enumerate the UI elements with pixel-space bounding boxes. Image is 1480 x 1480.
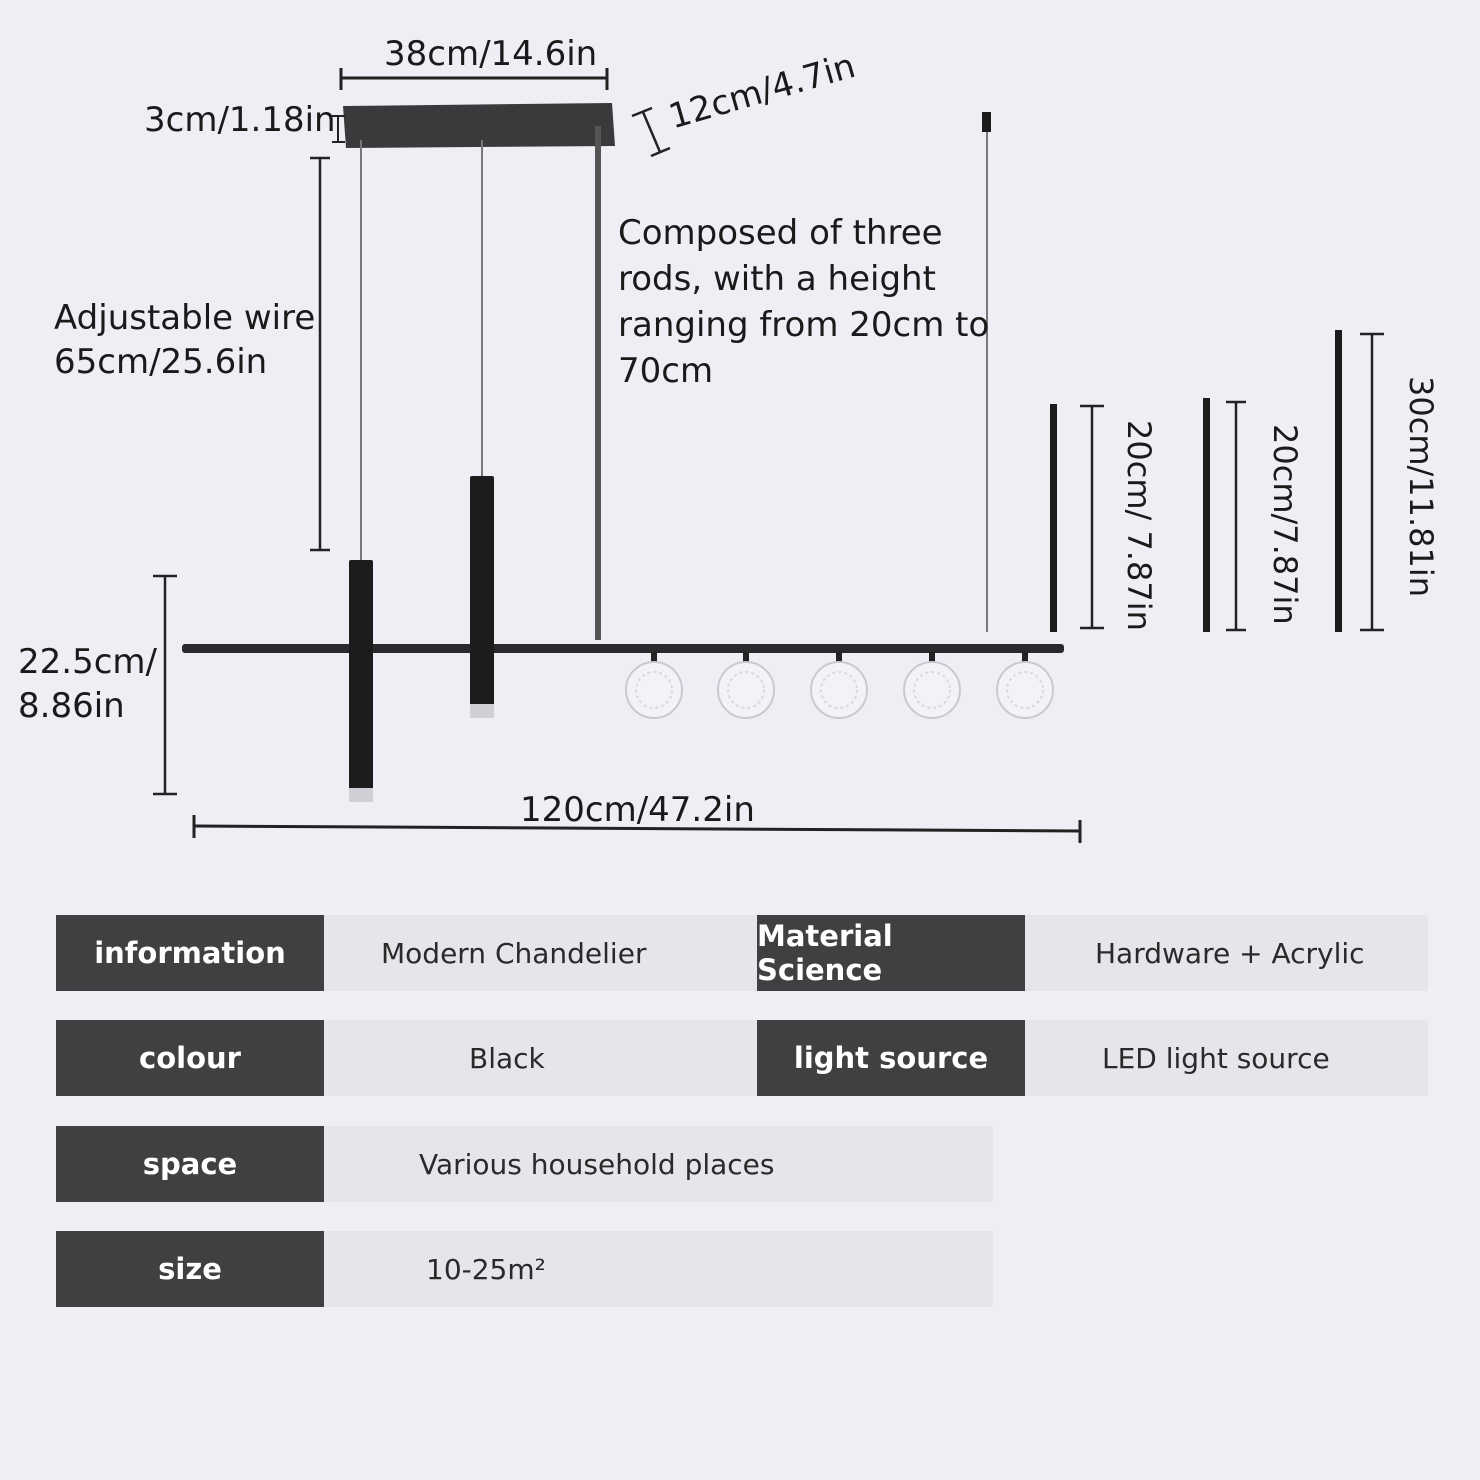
rod-20cm-b-label: 20cm/7.87in [1266, 424, 1304, 625]
spec-row-colour: colour Black [56, 1020, 783, 1096]
canopy-width-label: 38cm/14.6in [384, 34, 598, 74]
spec-label-light-source: light source [757, 1020, 1025, 1096]
pendant-tube-short-lens [470, 704, 494, 718]
spec-row-light-source: light source LED light source [757, 1020, 1428, 1096]
wire-label-line1: Adjustable wire [54, 298, 316, 338]
spec-label-material: Material Science [757, 915, 1025, 991]
pendant-height-dimension-line [153, 574, 177, 796]
spec-value-colour: Black [324, 1020, 783, 1096]
canopy-thickness-dimension-line [332, 115, 345, 143]
spec-row-material: Material Science Hardware + Acrylic [757, 915, 1428, 991]
pendant-height-line2: 8.86in [18, 686, 125, 727]
pendant-tube-long-lens [349, 788, 373, 802]
globe-light-2 [717, 652, 775, 719]
chandelier-diagram [153, 68, 1384, 843]
spec-row-size: size 10-25m² [56, 1231, 993, 1307]
pendant-tube-short [470, 476, 494, 706]
spec-value-space: Various household places [324, 1126, 993, 1202]
globe-lights [625, 652, 1054, 719]
rod-20cm-a [1050, 404, 1104, 632]
rod-20cm-b [1203, 398, 1246, 632]
wire-length-label: Adjustable wire 65cm/25.6in [54, 296, 315, 384]
globe-light-3 [810, 652, 868, 719]
spec-label-space: space [56, 1126, 324, 1202]
pendant-tube-long [349, 560, 373, 792]
globe-light-1 [625, 652, 683, 719]
pendant-height-label: 22.5cm/ 8.86in [18, 640, 157, 728]
wire-label-line2: 65cm/25.6in [54, 342, 268, 383]
spec-value-light-source: LED light source [1025, 1020, 1428, 1096]
note-line2: rods, with a height [618, 259, 936, 299]
horizontal-light-bar [182, 644, 1064, 653]
rod-30cm [1335, 330, 1384, 632]
wire-length-dimension-line [310, 156, 330, 552]
rod-20cm-a-label: 20cm/ 7.87in [1120, 420, 1158, 631]
globe-light-4 [903, 652, 961, 719]
total-length-dimension-line [192, 815, 1082, 843]
note-line1: Composed of three [618, 213, 943, 253]
spec-label-information: information [56, 915, 324, 991]
spec-value-information: Modern Chandelier [324, 915, 783, 991]
spec-row-information: information Modern Chandelier [56, 915, 783, 991]
pendant-height-line1: 22.5cm/ [18, 642, 157, 682]
note-line4: 70cm [618, 351, 714, 391]
spec-value-material: Hardware + Acrylic [1025, 915, 1428, 991]
spec-label-colour: colour [56, 1020, 324, 1096]
rod-composition-note: Composed of three rods, with a height ra… [618, 210, 989, 394]
rod-30cm-label: 30cm/11.81in [1402, 376, 1440, 598]
globe-light-5 [996, 652, 1054, 719]
spec-value-size: 10-25m² [324, 1231, 993, 1307]
total-length-label: 120cm/47.2in [520, 790, 755, 830]
canopy-thickness-label: 3cm/1.18in [144, 100, 336, 140]
spec-label-size: size [56, 1231, 324, 1307]
ceiling-canopy [343, 103, 615, 148]
wire-clamp [982, 112, 991, 132]
canopy-depth-dimension-line [631, 106, 671, 158]
spec-row-space: space Various household places [56, 1126, 993, 1202]
note-line3: ranging from 20cm to [618, 305, 990, 345]
canopy-width-dimension-line [339, 68, 609, 90]
